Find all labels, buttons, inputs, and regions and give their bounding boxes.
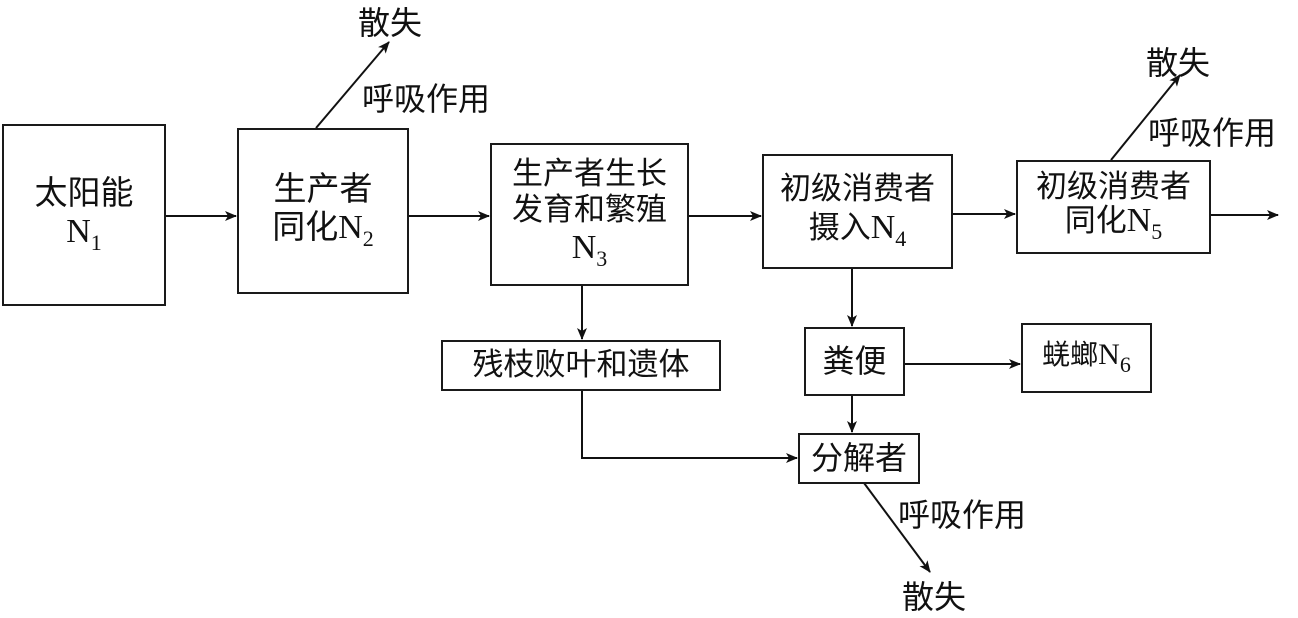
node-dung-beetle: 蜣螂N6 <box>1021 323 1152 393</box>
label-respiration-decomposer: 呼吸作用 <box>898 496 1027 534</box>
node-solar-energy-label: 太阳能 <box>34 173 134 213</box>
node-feces-label: 粪便 <box>822 342 887 381</box>
node-producer-growth-line2: 发育和繁殖 <box>512 191 667 228</box>
label-dissipation-producer: 散失 <box>358 4 423 42</box>
node-litter-remains-label: 残枝败叶和遗体 <box>472 346 690 383</box>
label-dissipation-consumer: 散失 <box>1146 44 1211 82</box>
node-producer-growth-var: N3 <box>571 229 608 272</box>
node-litter-remains: 残枝败叶和遗体 <box>441 340 721 391</box>
node-consumer-intake-line1: 初级消费者 <box>780 171 935 208</box>
node-producer-assimilation-line1: 生产者 <box>273 169 373 209</box>
node-consumer-intake: 初级消费者 摄入N4 <box>762 154 953 269</box>
arrow-producer-respiration <box>315 41 390 129</box>
node-consumer-intake-line2: 摄入N4 <box>808 208 907 251</box>
node-decomposer: 分解者 <box>798 433 920 484</box>
node-solar-energy-var: N1 <box>66 213 102 256</box>
arrow-litter-to-decomposer <box>581 390 798 463</box>
arrow-assim-respiration <box>1110 74 1181 161</box>
node-solar-energy: 太阳能 N1 <box>2 124 166 306</box>
label-respiration-producer: 呼吸作用 <box>362 80 491 118</box>
node-producer-growth: 生产者生长 发育和繁殖 N3 <box>490 143 689 286</box>
label-respiration-consumer: 呼吸作用 <box>1148 114 1277 152</box>
node-feces: 粪便 <box>804 327 905 396</box>
label-dissipation-decomposer: 散失 <box>902 578 967 616</box>
node-consumer-assimilation: 初级消费者 同化N5 <box>1016 160 1211 254</box>
node-producer-assimilation: 生产者 同化N2 <box>237 128 409 294</box>
node-producer-assimilation-line2: 同化N2 <box>272 207 374 252</box>
arrow-decomposer-respiration <box>863 482 931 573</box>
node-dung-beetle-label: 蜣螂N6 <box>1042 338 1131 378</box>
node-producer-growth-line1: 生产者生长 <box>512 156 667 193</box>
node-consumer-assimilation-line1: 初级消费者 <box>1036 168 1191 205</box>
node-decomposer-label: 分解者 <box>810 439 907 478</box>
node-consumer-assimilation-line2: 同化N5 <box>1064 202 1163 245</box>
